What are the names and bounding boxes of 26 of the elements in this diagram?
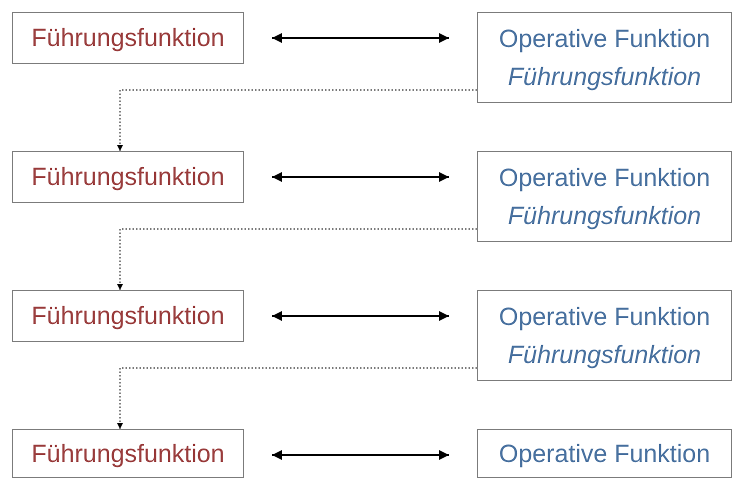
leadership-box (12, 290, 244, 342)
leadership-box (12, 151, 244, 203)
subtitle: Führungsfunktion (508, 200, 702, 230)
leadership-box (12, 429, 244, 478)
subtitle: Führungsfunktion (508, 62, 702, 92)
dotted-arrow (117, 228, 478, 290)
double-arrow (272, 450, 450, 460)
double-arrow (272, 33, 450, 43)
title: Führungsfunktion (31, 438, 225, 468)
operative-box (477, 151, 732, 242)
operative-box (477, 290, 732, 381)
subtitle: Führungsfunktion (508, 340, 702, 370)
title: Operative Funktion (498, 302, 710, 332)
title: Führungsfunktion (31, 23, 225, 53)
dotted-arrow (117, 90, 478, 152)
operative-box (477, 12, 732, 103)
title: Operative Funktion (498, 24, 710, 54)
double-arrow (272, 311, 450, 321)
title: Führungsfunktion (31, 301, 225, 331)
leadership-box (12, 12, 244, 64)
title: Führungsfunktion (31, 162, 225, 192)
title: Operative Funktion (498, 162, 710, 192)
dotted-arrow (117, 368, 478, 430)
double-arrow (272, 172, 450, 182)
operative-box (477, 429, 732, 478)
title: Operative Funktion (498, 438, 710, 468)
